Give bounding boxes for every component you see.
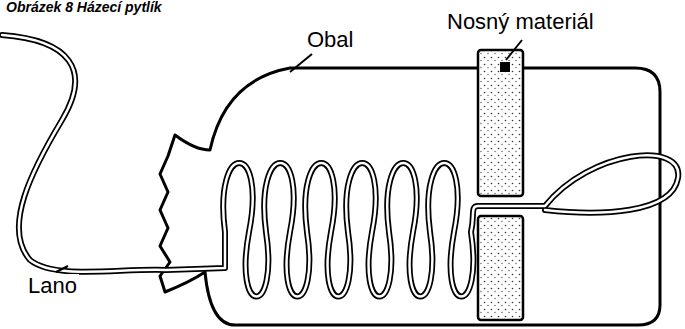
foam-block-lower (478, 216, 523, 320)
rope-core (2, 35, 678, 297)
material-leader (506, 40, 522, 60)
foam-mark (500, 62, 510, 72)
part-label: Lano (26, 274, 79, 298)
obal-leader (290, 54, 312, 72)
rope (2, 35, 678, 297)
part-label: Nosný materiál (445, 10, 596, 34)
foam-block-upper (478, 50, 523, 196)
part-label: Obal (305, 28, 355, 52)
lano-leader (56, 266, 68, 272)
figure-caption: Obrázek 8 Házecí pytlík (4, 0, 164, 15)
